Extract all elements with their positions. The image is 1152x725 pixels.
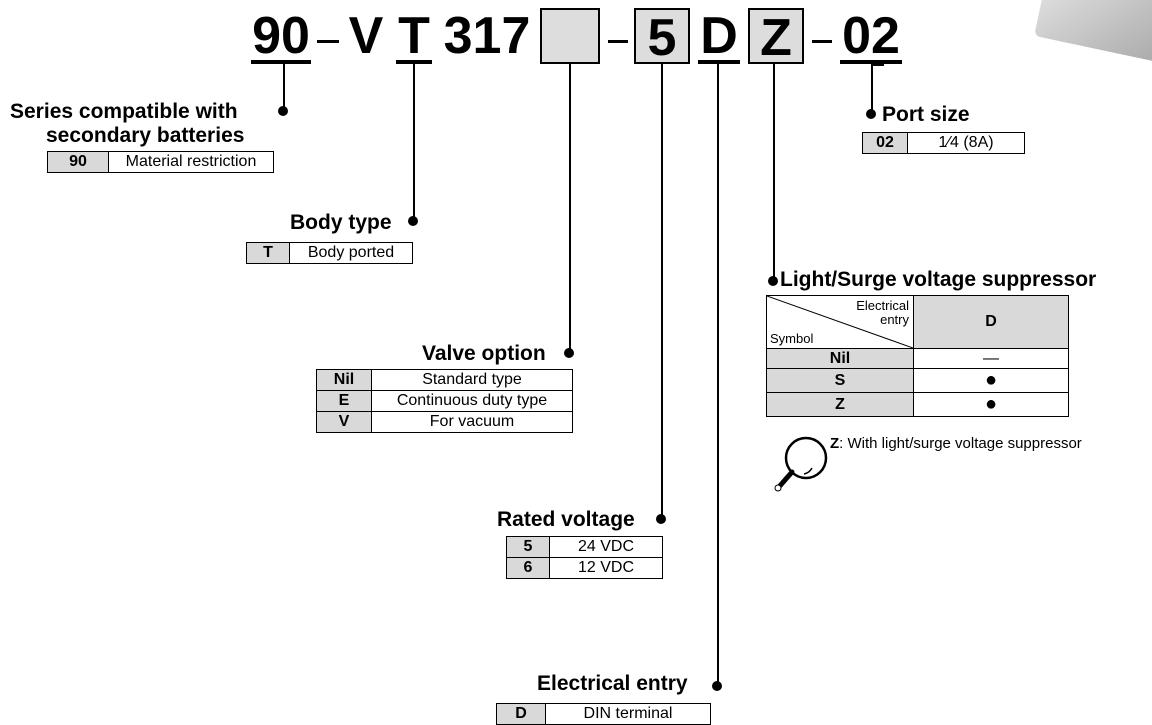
rated-voltage-heading: Rated voltage xyxy=(497,508,635,532)
leader-series-dot xyxy=(278,106,288,116)
table-header-row: Electrical entry Symbol D xyxy=(767,296,1069,349)
valve-option-heading: Valve option xyxy=(422,342,546,366)
leader-body-type xyxy=(413,64,415,221)
suppressor-column-header: D xyxy=(914,296,1069,349)
port-size-table: 02 1⁄4 (8A) xyxy=(862,132,1025,154)
rated-voltage-table: 5 24 VDC 6 12 VDC xyxy=(506,536,663,579)
suppressor-note: Z: With light/surge voltage suppressor xyxy=(830,435,1082,452)
valve-option-value: Continuous duty type xyxy=(372,391,573,412)
magnifier-icon xyxy=(770,434,830,494)
table-row: V For vacuum xyxy=(317,412,573,433)
rated-voltage-value: 24 VDC xyxy=(550,537,663,558)
series-heading-line2: secondary batteries xyxy=(46,124,244,148)
table-row: 6 12 VDC xyxy=(507,558,663,579)
body-type-key: T xyxy=(247,243,290,264)
table-row: S ● xyxy=(767,369,1069,393)
leader-electrical-entry-dot xyxy=(712,681,722,691)
code-body-type: T xyxy=(396,8,432,64)
code-electrical-entry: D xyxy=(698,8,740,64)
leader-valve-option xyxy=(569,64,571,353)
corner-top-line2: entry xyxy=(880,312,909,327)
body-type-heading: Body type xyxy=(290,211,392,235)
code-port-size: 02 xyxy=(840,8,902,64)
leader-body-type-dot xyxy=(408,216,418,226)
leader-port-size-dot xyxy=(866,109,876,119)
code-voltage: 5 xyxy=(634,8,690,64)
table-row: T Body ported xyxy=(247,243,413,264)
port-size-value: 1⁄4 (8A) xyxy=(908,133,1025,154)
table-row: 5 24 VDC xyxy=(507,537,663,558)
code-hyphen-2 xyxy=(608,40,628,43)
electrical-entry-value: DIN terminal xyxy=(546,704,711,725)
table-row: Z ● xyxy=(767,393,1069,417)
valve-option-table: Nil Standard type E Continuous duty type… xyxy=(316,369,573,433)
code-prefix: 90 xyxy=(251,8,311,64)
suppressor-key: S xyxy=(767,369,914,393)
series-value: Material restriction xyxy=(109,152,274,173)
leader-suppressor-dot xyxy=(768,276,778,286)
suppressor-heading: Light/Surge voltage suppressor xyxy=(780,268,1096,292)
valve-option-key: E xyxy=(317,391,372,412)
leader-valve-option-dot xyxy=(564,348,574,358)
series-key: 90 xyxy=(48,152,109,173)
leader-suppressor xyxy=(773,64,775,279)
port-size-key: 02 xyxy=(863,133,908,154)
rated-voltage-key: 5 xyxy=(507,537,550,558)
valve-option-key: Nil xyxy=(317,370,372,391)
electrical-entry-key: D xyxy=(497,704,546,725)
table-row: E Continuous duty type xyxy=(317,391,573,412)
electrical-entry-heading: Electrical entry xyxy=(537,672,688,696)
port-size-heading: Port size xyxy=(882,103,970,127)
corner-bottom: Symbol xyxy=(770,331,813,346)
series-table: 90 Material restriction xyxy=(47,151,274,173)
suppressor-key: Z xyxy=(767,393,914,417)
table-row: 02 1⁄4 (8A) xyxy=(863,133,1025,154)
body-type-table: T Body ported xyxy=(246,242,413,264)
code-valve-option-box xyxy=(540,8,600,64)
code-hyphen-1 xyxy=(317,40,339,43)
table-row: Nil — xyxy=(767,349,1069,369)
rated-voltage-value: 12 VDC xyxy=(550,558,663,579)
suppressor-note-text: : With light/surge voltage suppressor xyxy=(839,435,1082,452)
series-heading-line1: Series compatible with xyxy=(10,100,238,124)
table-row: 90 Material restriction xyxy=(48,152,274,173)
suppressor-value: ● xyxy=(914,393,1069,417)
leader-series xyxy=(283,64,285,111)
suppressor-value: ● xyxy=(914,369,1069,393)
code-series-letter: V xyxy=(348,8,384,64)
valve-option-value: For vacuum xyxy=(372,412,573,433)
body-type-value: Body ported xyxy=(290,243,413,264)
code-model-number: 317 xyxy=(442,8,532,64)
product-image xyxy=(1034,0,1152,63)
valve-option-value: Standard type xyxy=(372,370,573,391)
leader-rated-voltage xyxy=(661,64,663,519)
corner-header: Electrical entry Symbol xyxy=(767,296,914,349)
table-row: Nil Standard type xyxy=(317,370,573,391)
rated-voltage-key: 6 xyxy=(507,558,550,579)
suppressor-value: — xyxy=(914,349,1069,369)
suppressor-table: Electrical entry Symbol D Nil — S ● Z ● xyxy=(766,295,1069,417)
corner-top-line1: Electrical xyxy=(856,298,909,313)
table-row: D DIN terminal xyxy=(497,704,711,725)
suppressor-note-key: Z xyxy=(830,435,839,452)
leader-port-size xyxy=(871,64,873,112)
leader-electrical-entry xyxy=(717,64,719,686)
code-suppressor: Z xyxy=(748,8,804,64)
valve-option-key: V xyxy=(317,412,372,433)
code-hyphen-3 xyxy=(812,40,832,43)
suppressor-key: Nil xyxy=(767,349,914,369)
electrical-entry-table: D DIN terminal xyxy=(496,703,711,725)
leader-rated-voltage-dot xyxy=(656,514,666,524)
